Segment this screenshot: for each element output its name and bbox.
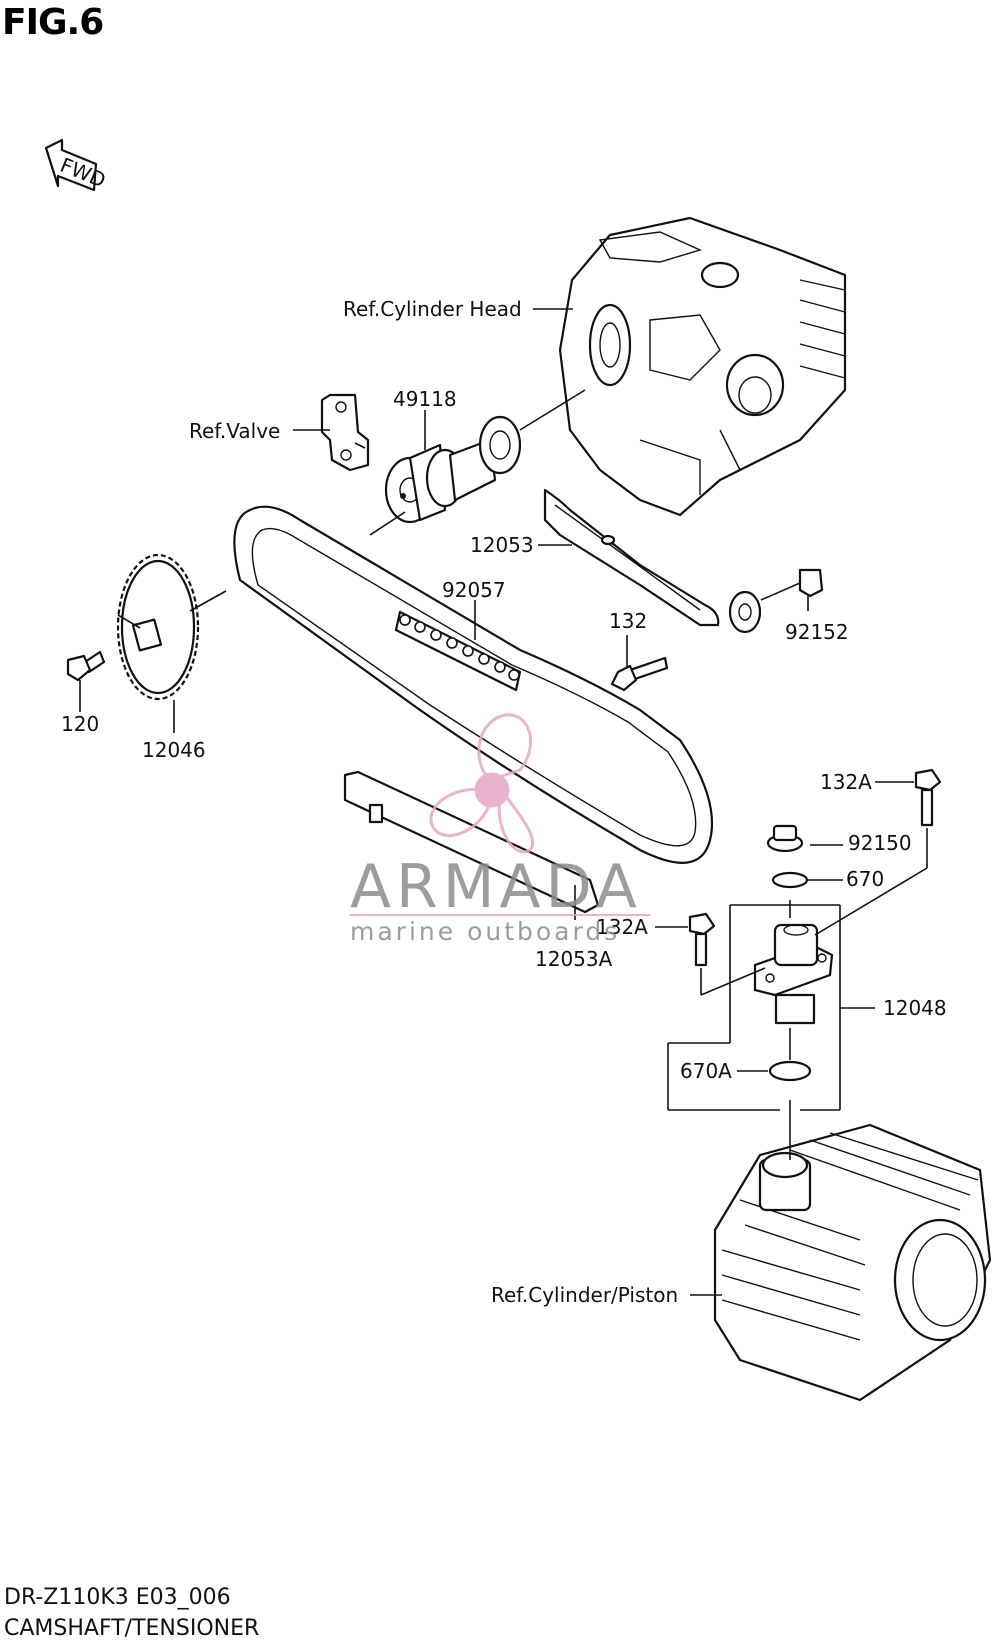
cap-bolt-part (766, 824, 804, 853)
valve-plate-part (320, 393, 370, 472)
lower-chain-guide-part (343, 770, 600, 914)
label-ref-valve: Ref.Valve (189, 419, 280, 443)
leader-lines (79, 308, 928, 1296)
propeller-logo-icon (429, 713, 535, 854)
label-92152: 92152 (785, 620, 849, 644)
label-120: 120 (61, 712, 99, 736)
label-12053a: 12053A (535, 947, 613, 971)
armada-watermark: ARMADA marine outboards (350, 713, 650, 946)
chain-guide-part (543, 488, 720, 627)
chain-joint-part (394, 610, 522, 692)
o-ring-670-part (771, 871, 809, 889)
bolt-132a-top-part (914, 768, 942, 827)
label-92150: 92150 (848, 831, 912, 855)
model-code: DR-Z110K3 E03_006 (4, 1585, 231, 1610)
cam-sprocket-part (116, 553, 200, 701)
label-670: 670 (846, 867, 884, 891)
label-ref-cylinder-piston: Ref.Cylinder/Piston (491, 1283, 678, 1307)
label-92057: 92057 (442, 578, 506, 602)
fwd-arrow-icon: FWD (44, 138, 109, 192)
label-12046: 12046 (142, 738, 206, 762)
bolt-120-part (66, 650, 106, 682)
label-ref-cylinder-head: Ref.Cylinder Head (343, 297, 522, 321)
section-name: CAMSHAFT/TENSIONER (4, 1616, 260, 1641)
guide-roller-part (728, 568, 824, 634)
bolt-132-part (610, 656, 669, 692)
label-12053: 12053 (470, 533, 534, 557)
label-12048: 12048 (883, 996, 947, 1020)
watermark-tagline: marine outboards (350, 917, 620, 946)
label-670a: 670A (680, 1059, 732, 1083)
tensioner-adjuster-part (753, 923, 834, 1025)
label-132a-top: 132A (820, 770, 872, 794)
watermark-brand: ARMADA (350, 852, 642, 922)
o-ring-670a-part (768, 1060, 812, 1082)
cylinder-part (713, 1123, 992, 1402)
label-132a-mid: 132A (596, 915, 648, 939)
label-132: 132 (609, 609, 647, 633)
cylinder-head-part (558, 216, 847, 517)
camshaft-part (384, 415, 522, 524)
label-49118: 49118 (393, 387, 457, 411)
bolt-132a-mid-part (688, 912, 716, 967)
figure-title: FIG.6 (2, 2, 104, 43)
cam-chain-part (233, 505, 714, 864)
